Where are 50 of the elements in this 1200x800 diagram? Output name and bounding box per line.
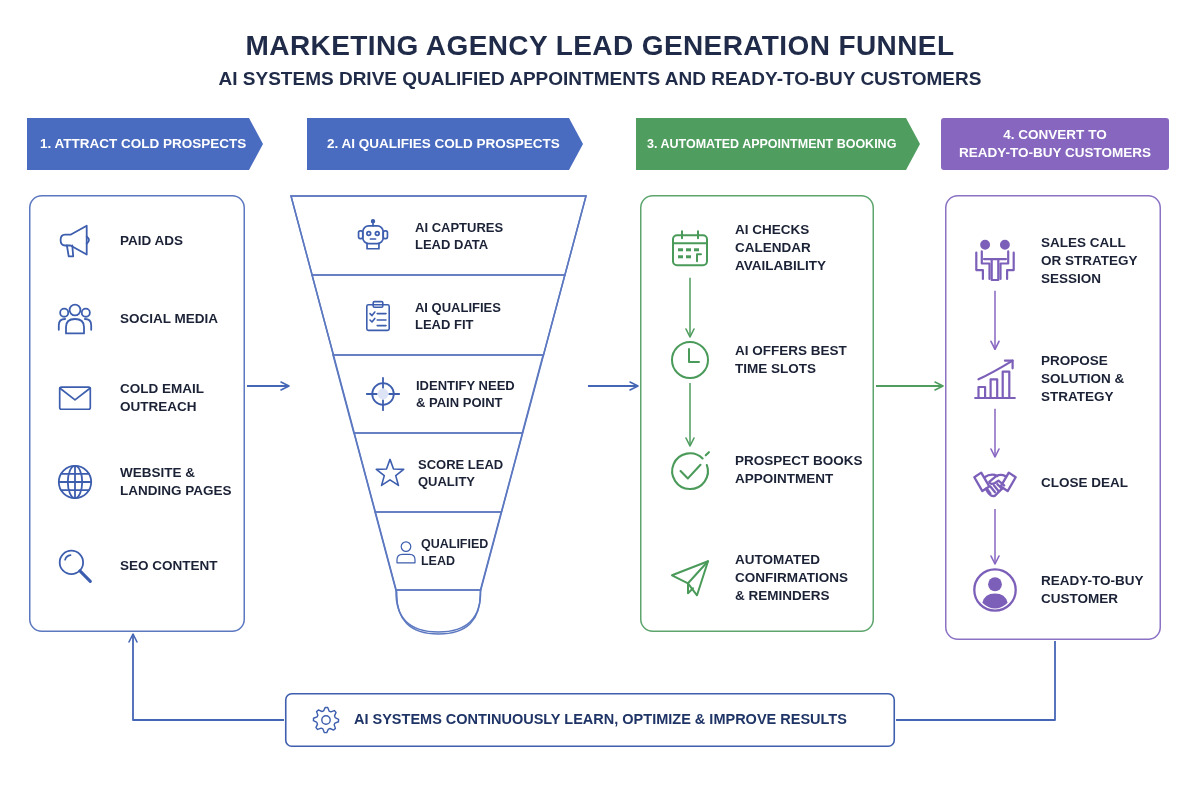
stage-title: 3. AUTOMATED APPOINTMENT BOOKING	[647, 135, 897, 153]
step-label: AI OFFERS BEST TIME SLOTS	[735, 342, 848, 378]
arrow	[685, 382, 695, 447]
arrow	[246, 381, 290, 391]
arrow	[875, 381, 944, 391]
arrow	[990, 289, 1000, 351]
funnel-band	[396, 590, 481, 632]
arrow	[587, 381, 639, 391]
stage-title: 1. ATTRACT COLD PROSPECTS	[40, 135, 247, 153]
funnel-band	[291, 196, 586, 275]
step-label: SOCIAL MEDIA	[120, 310, 220, 328]
funnel-step-label: QUALIFIED LEAD	[421, 535, 490, 569]
stage-panel	[29, 195, 245, 632]
stage-panel	[640, 195, 874, 632]
funnel-step-label: SCORE LEAD QUALITY	[418, 455, 505, 491]
feedback-box	[285, 693, 895, 747]
funnel-band	[375, 512, 502, 590]
stage-banner	[636, 118, 920, 170]
diagram-subtitle: AI SYSTEMS DRIVE QUALIFIED APPOINTMENTS AND READY-TO-BUY CUSTOMERS	[218, 68, 982, 91]
arrow	[128, 633, 285, 721]
step-label: SEO CONTENT	[120, 557, 219, 575]
funnel-outline	[291, 196, 586, 634]
step-label: SALES CALL OR STRATEGY SESSION	[1041, 234, 1139, 288]
stage-banner	[27, 118, 263, 170]
step-label: WEBSITE & LANDING PAGES	[120, 464, 233, 500]
stage-panel	[945, 195, 1161, 640]
step-label: AUTOMATED CONFIRMATIONS & REMINDERS	[735, 551, 849, 605]
funnel-step-label: AI QUALIFIES LEAD FIT	[415, 298, 502, 334]
funnel-step-label: IDENTIFY NEED & PAIN POINT	[416, 376, 516, 412]
step-label: READY-TO-BUY CUSTOMER	[1041, 572, 1145, 608]
diagram-title: MARKETING AGENCY LEAD GENERATION FUNNEL	[245, 29, 955, 63]
arrow	[990, 407, 1000, 458]
stage-banner	[941, 118, 1169, 170]
step-label: PAID ADS	[120, 232, 185, 250]
step-label: AI CHECKS CALENDAR AVAILABILITY	[735, 221, 827, 275]
stage-title: 2. AI QUALIFIES COLD PROSPECTS	[327, 135, 560, 153]
arrow	[685, 276, 695, 338]
connector-line	[895, 640, 1056, 721]
funnel-band	[354, 433, 523, 512]
step-label: COLD EMAIL OUTREACH	[120, 380, 205, 416]
step-label: PROSPECT BOOKS APPOINTMENT	[735, 452, 864, 488]
stage-banner	[307, 118, 583, 170]
funnel-step-label: AI CAPTURES LEAD DATA	[415, 218, 505, 254]
arrow	[990, 508, 1000, 565]
stage-title: 4. CONVERT TO READY-TO-BUY CUSTOMERS	[957, 126, 1152, 162]
feedback-text: AI SYSTEMS CONTINUOUSLY LEARN, OPTIMIZE & IMPROVE RESULTS	[354, 710, 847, 730]
step-label: PROPOSE SOLUTION & STRATEGY	[1041, 352, 1126, 406]
funnel-band	[333, 355, 544, 433]
step-label: CLOSE DEAL	[1041, 474, 1130, 492]
funnel-band	[312, 275, 565, 355]
